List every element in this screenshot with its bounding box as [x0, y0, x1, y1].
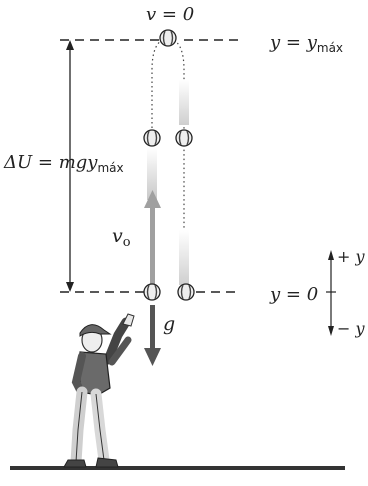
- label-delta-u: ΔU = mgymáx: [3, 152, 124, 175]
- label-y-max: y = ymáx: [269, 32, 343, 55]
- ball-mid-down: [176, 130, 192, 146]
- ball-top: [160, 30, 176, 46]
- label-y-zero: y = 0: [269, 284, 318, 305]
- label-g: g: [163, 313, 175, 335]
- label-v-top: v = 0: [146, 4, 194, 25]
- label-delta-u-sub: máx: [97, 161, 123, 175]
- velocity-arrow: [144, 190, 161, 285]
- label-plus-y: + y: [337, 247, 365, 266]
- ball-mid-up: [144, 130, 160, 146]
- person-thrower: [64, 314, 134, 467]
- trail-down-upper: [179, 80, 189, 125]
- y-axis-sign-indicator: [326, 250, 336, 336]
- label-minus-y: − y: [337, 319, 365, 338]
- ball-bottom-up: [144, 284, 160, 300]
- ground-line: [10, 466, 345, 470]
- label-y-max-sub: máx: [317, 41, 343, 55]
- gravity-arrow: [144, 305, 161, 366]
- label-v0-sub: o: [123, 235, 131, 250]
- label-v0: vo: [112, 225, 131, 250]
- ball-bottom-down: [178, 284, 194, 300]
- trail-down-lower: [179, 230, 189, 285]
